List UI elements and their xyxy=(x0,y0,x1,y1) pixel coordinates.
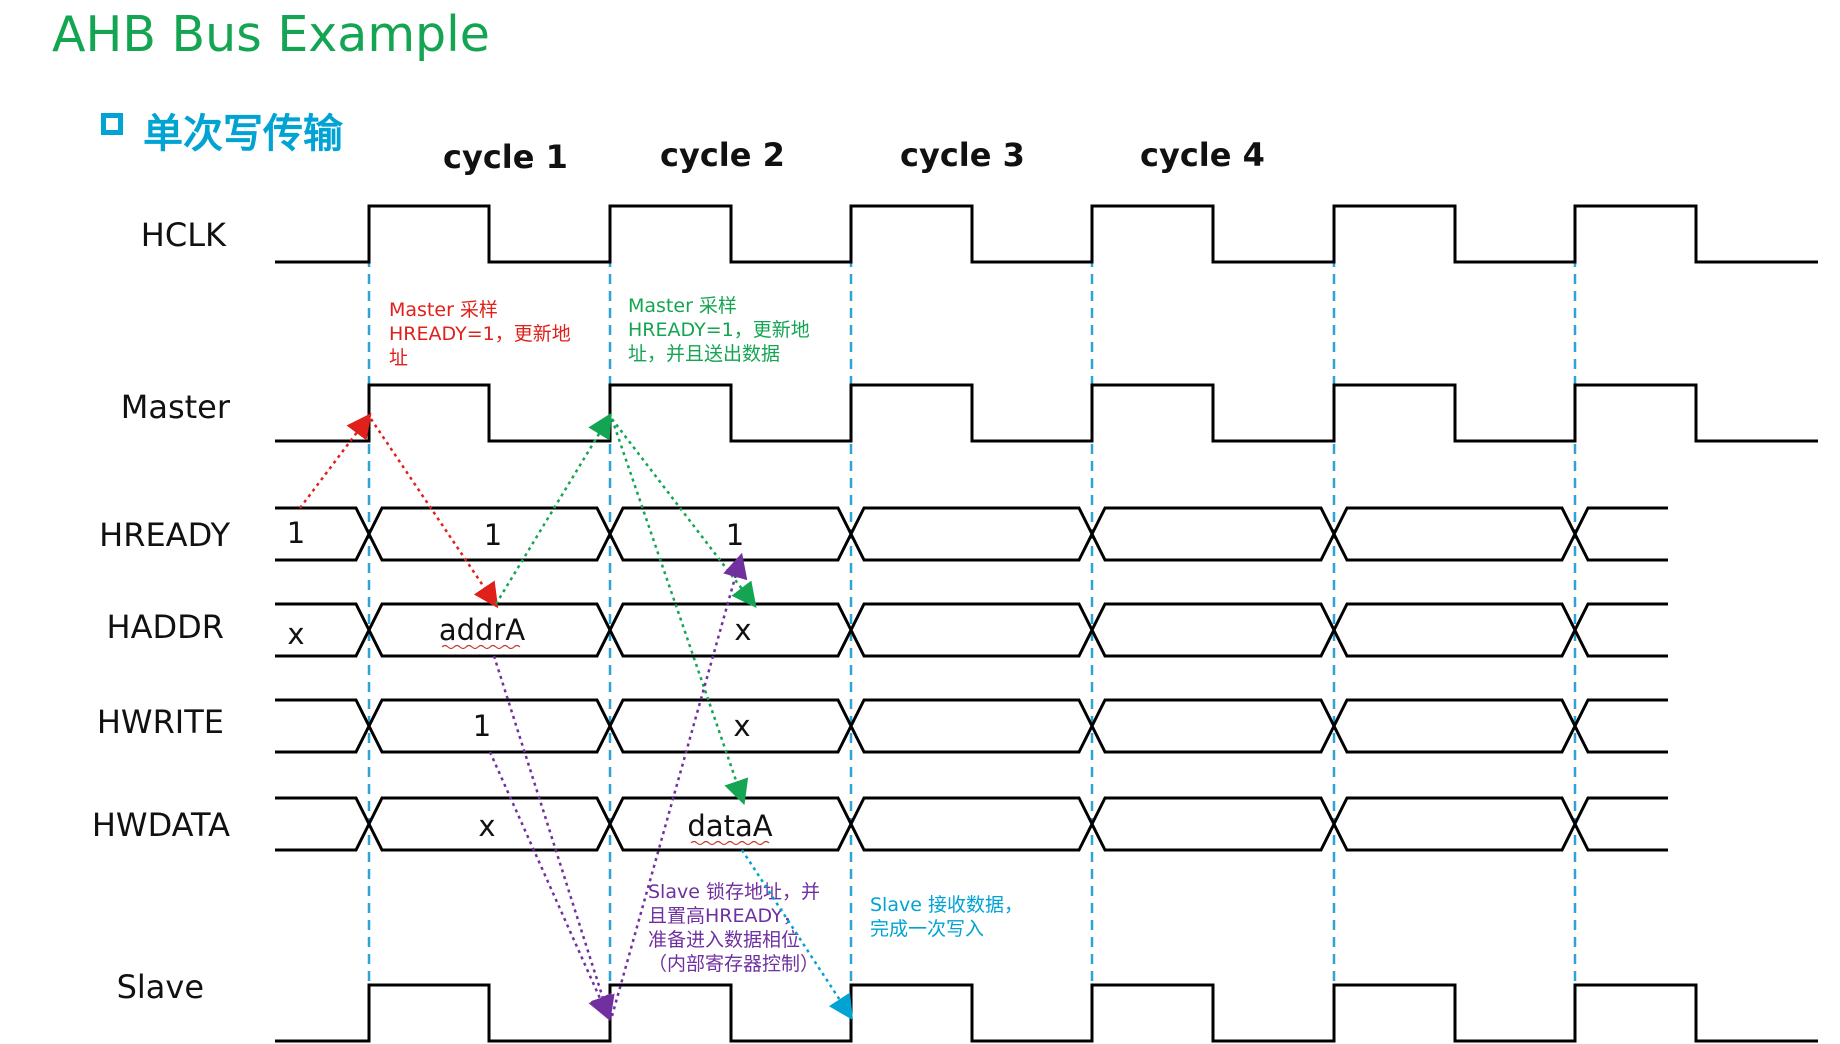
hready-waveform xyxy=(1573,506,1668,562)
annotation-master-sample-2: Master 采样 xyxy=(628,295,737,317)
haddr-waveform xyxy=(608,602,853,658)
page-title: AHB Bus Example xyxy=(52,6,490,63)
hwdata-waveform xyxy=(1332,796,1577,852)
signal-label-hwdata: HWDATA xyxy=(92,806,230,844)
spellcheck-underline xyxy=(441,644,521,650)
hwdata-waveform xyxy=(275,796,371,852)
hready-value: 1 xyxy=(484,518,502,552)
haddr-value: addrA xyxy=(439,613,526,647)
hready-value: 1 xyxy=(287,516,305,550)
arrow-cyan xyxy=(740,849,854,1021)
arrow-green xyxy=(611,418,757,608)
arrow-purple xyxy=(492,655,615,1022)
arrow-red xyxy=(369,418,499,609)
arrow-purple xyxy=(610,552,748,1017)
haddr-waveform xyxy=(849,602,1094,658)
hwrite-waveform xyxy=(1573,698,1668,754)
arrow-purple xyxy=(488,751,612,1021)
signal-label-hwrite: HWRITE xyxy=(97,703,224,741)
haddr-value: x xyxy=(287,617,304,651)
annotation-master-sample-1: HREADY=1，更新地 xyxy=(389,323,571,345)
signal-label-master: Master xyxy=(121,388,231,426)
annotation-master-sample-1: Master 采样 xyxy=(389,299,498,321)
annotation-master-sample-2: 址，并且送出数据 xyxy=(628,343,780,365)
hwrite-value: 1 xyxy=(473,709,491,743)
hwrite-value: x xyxy=(733,709,750,743)
hwrite-waveform xyxy=(849,698,1094,754)
cycle-3-label: cycle 3 xyxy=(900,136,1025,174)
slave-waveform xyxy=(275,983,1818,1043)
annotation-slave-latch: Slave 锁存地址，并 xyxy=(648,881,820,903)
hready-value: 1 xyxy=(726,518,744,552)
annotation-master-sample-1: 址 xyxy=(389,347,408,369)
haddr-value: x xyxy=(734,613,751,647)
arrow-green xyxy=(610,418,749,806)
cycle-1-label: cycle 1 xyxy=(443,138,568,176)
master-waveform xyxy=(275,383,1818,443)
hwrite-waveform xyxy=(608,698,853,754)
hwrite-waveform xyxy=(1332,698,1577,754)
haddr-waveform xyxy=(1573,602,1668,658)
annotation-master-sample-2: HREADY=1，更新地 xyxy=(628,319,810,341)
annotation-slave-latch: 且置高HREADY， xyxy=(648,905,802,927)
hready-waveform xyxy=(1090,506,1336,562)
spellcheck-underline xyxy=(690,840,770,846)
hclk-waveform xyxy=(275,204,1818,264)
signal-label-haddr: HADDR xyxy=(107,608,224,646)
hwdata-waveform xyxy=(1573,796,1668,852)
signal-label-hready: HREADY xyxy=(99,516,230,554)
signal-label-slave: Slave xyxy=(117,968,204,1006)
annotation-slave-receive: 完成一次写入 xyxy=(870,918,984,940)
annotation-slave-latch: 准备进入数据相位 xyxy=(648,929,800,951)
arrow-green xyxy=(494,412,612,605)
hready-waveform xyxy=(849,506,1094,562)
section-subtitle: 单次写传输 xyxy=(143,111,343,157)
hready-waveform xyxy=(1332,506,1577,562)
cycle-4-label: cycle 4 xyxy=(1140,136,1265,174)
hwdata-value: x xyxy=(478,809,495,843)
hwrite-waveform xyxy=(275,698,371,754)
bullet-square-icon xyxy=(101,113,123,135)
annotation-slave-latch: （内部寄存器控制） xyxy=(648,953,819,975)
arrow-red xyxy=(299,413,372,509)
signal-label-hclk: HCLK xyxy=(141,216,227,254)
haddr-waveform xyxy=(1332,602,1577,658)
hwdata-waveform xyxy=(849,796,1094,852)
cycle-2-label: cycle 2 xyxy=(660,136,785,174)
hwrite-waveform xyxy=(1090,698,1336,754)
haddr-waveform xyxy=(1090,602,1336,658)
hwdata-value: dataA xyxy=(687,809,772,843)
hwdata-waveform xyxy=(1090,796,1336,852)
annotation-slave-receive: Slave 接收数据， xyxy=(870,894,1023,916)
